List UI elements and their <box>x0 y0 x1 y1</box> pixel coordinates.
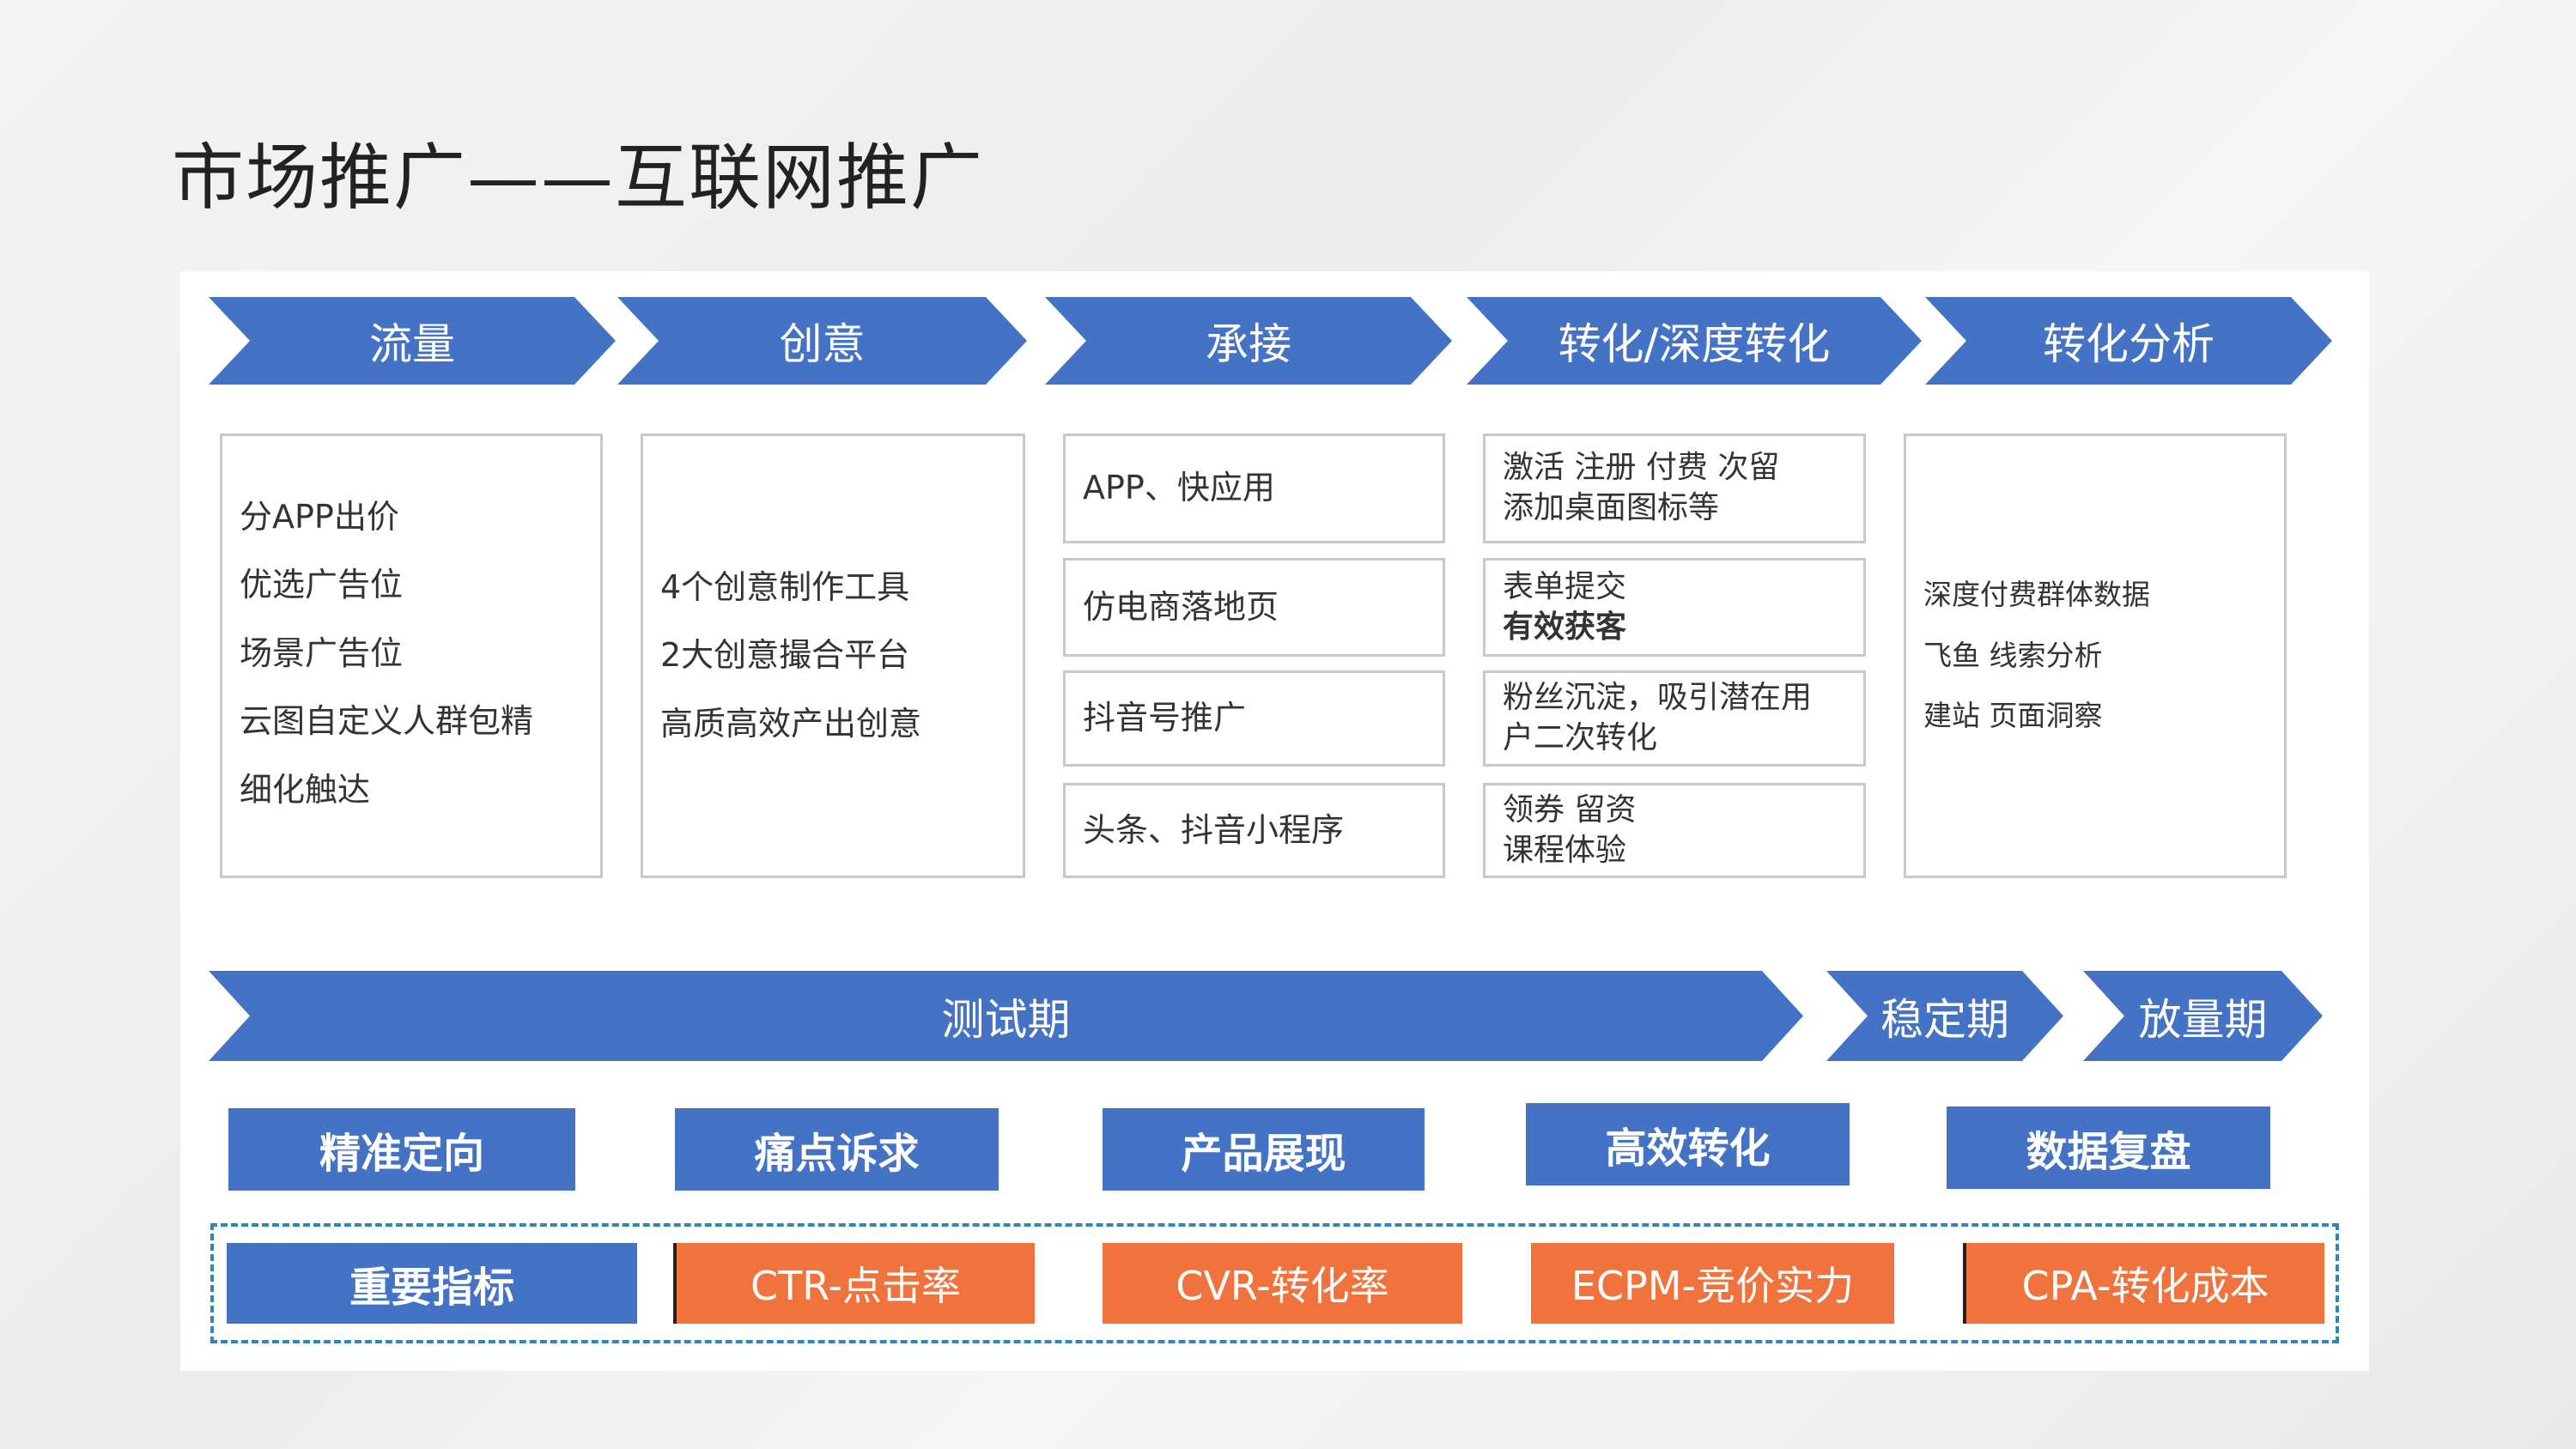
traffic-item: 场景广告位 <box>240 634 404 672</box>
analysis-item: 飞鱼 线索分析 <box>1923 638 2103 672</box>
stage-label: 创意 <box>779 319 866 369</box>
action-conversion: 高效转化 <box>1526 1103 1850 1185</box>
landing-item: APP、快应用 <box>1063 433 1445 543</box>
stage-label: 转化分析 <box>2043 319 2215 369</box>
conversion-line: 表单提交 <box>1503 568 1627 604</box>
metric-cvr: CVR-转化率 <box>1103 1243 1462 1324</box>
action-product-display: 产品展现 <box>1103 1108 1425 1191</box>
analysis-box: 深度付费群体数据 飞鱼 线索分析 建站 页面洞察 <box>1904 433 2287 878</box>
stage-label: 流量 <box>369 319 455 369</box>
phase-scale: 放量期 <box>2083 971 2323 1061</box>
traffic-item: 云图自定义人群包精 <box>240 702 534 741</box>
metric-ecpm: ECPM-竞价实力 <box>1531 1243 1894 1324</box>
stage-conversion: 转化/深度转化 <box>1467 297 1922 385</box>
stage-label: 转化/深度转化 <box>1558 319 1831 369</box>
traffic-item: 细化触达 <box>240 770 371 809</box>
landing-item: 头条、抖音小程序 <box>1063 783 1445 878</box>
landing-item: 抖音号推广 <box>1063 670 1445 767</box>
metrics-label: 重要指标 <box>227 1243 637 1324</box>
conversion-line: 添加桌面图标等 <box>1503 490 1720 525</box>
action-targeting: 精准定向 <box>228 1108 575 1191</box>
stage-label: 承接 <box>1206 319 1291 369</box>
creative-item: 2大创意撮合平台 <box>660 636 910 675</box>
conversion-line: 激活 注册 付费 次留 <box>1503 450 1780 486</box>
traffic-item: 优选广告位 <box>240 566 404 604</box>
phase-stable: 稳定期 <box>1826 971 2063 1061</box>
stage-analysis: 转化分析 <box>1925 297 2332 385</box>
action-pain-points: 痛点诉求 <box>675 1108 999 1191</box>
stage-creative: 创意 <box>617 297 1027 385</box>
phase-label: 稳定期 <box>1880 994 2009 1045</box>
metrics-container <box>210 1223 2339 1343</box>
analysis-item: 建站 页面洞察 <box>1923 699 2103 733</box>
phase-label: 测试期 <box>941 994 1071 1045</box>
conversion-item: 粉丝沉淀，吸引潜在用户二次转化 <box>1483 670 1866 767</box>
traffic-item: 分APP出价 <box>240 498 399 536</box>
conversion-line: 户二次转化 <box>1503 720 1658 755</box>
traffic-box: 分APP出价 优选广告位 场景广告位 云图自定义人群包精 细化触达 <box>220 433 603 878</box>
metric-cpa: CPA-转化成本 <box>1963 1243 2324 1324</box>
conversion-item: 激活 注册 付费 次留添加桌面图标等 <box>1483 433 1866 543</box>
creative-box: 4个创意制作工具 2大创意撮合平台 高质高效产出创意 <box>641 433 1025 878</box>
conversion-item: 表单提交有效获客 <box>1483 558 1866 657</box>
creative-item: 高质高效产出创意 <box>660 704 922 743</box>
conversion-line: 粉丝沉淀，吸引潜在用 <box>1503 680 1813 716</box>
creative-item: 4个创意制作工具 <box>660 567 910 606</box>
analysis-item: 深度付费群体数据 <box>1923 577 2150 611</box>
page-title: 市场推广——互联网推广 <box>172 136 985 220</box>
stage-landing: 承接 <box>1045 297 1452 385</box>
phase-test: 测试期 <box>209 971 1803 1061</box>
action-data-review: 数据复盘 <box>1947 1106 2270 1189</box>
metric-ctr: CTR-点击率 <box>673 1243 1035 1324</box>
conversion-item: 领券 留资课程体验 <box>1483 783 1866 878</box>
phase-label: 放量期 <box>2138 994 2268 1045</box>
conversion-line: 领券 留资 <box>1503 791 1637 828</box>
stage-traffic: 流量 <box>209 297 616 385</box>
conversion-line-bold: 有效获客 <box>1503 609 1627 645</box>
conversion-line: 课程体验 <box>1503 832 1627 868</box>
landing-item: 仿电商落地页 <box>1063 558 1445 657</box>
